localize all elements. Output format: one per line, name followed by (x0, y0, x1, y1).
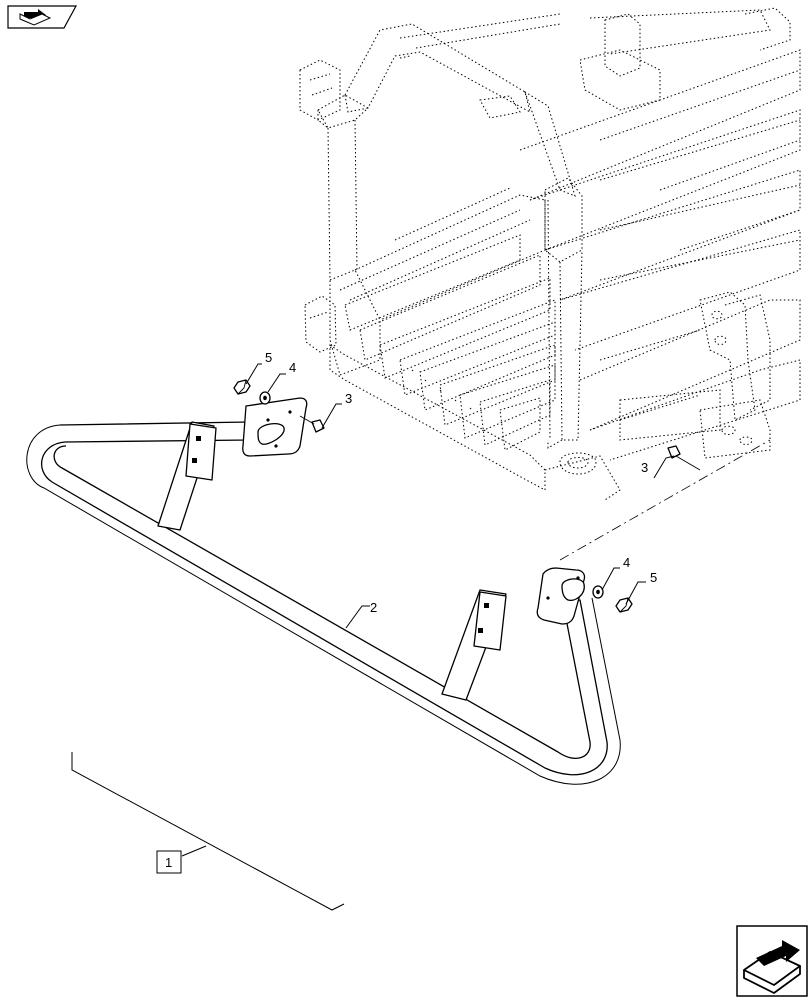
callout-1-box: 1 (156, 850, 182, 874)
guard-bar-assembly (26, 397, 621, 785)
next-page-icon[interactable] (736, 925, 808, 997)
callout-4-left: 4 (289, 360, 296, 375)
bolt-upper (299, 415, 325, 433)
header-frame-assembly (299, 7, 801, 501)
callout-5-left: 5 (265, 350, 272, 365)
callout-3-upper: 3 (345, 391, 352, 406)
callout-2: 2 (370, 600, 377, 615)
nut-right (615, 597, 633, 613)
washer-left (259, 391, 271, 405)
leader-lines (71, 363, 675, 911)
callout-4-right: 4 (623, 555, 630, 570)
alignment-line (559, 439, 771, 561)
callout-5-right: 5 (650, 570, 657, 585)
callout-1: 1 (165, 855, 172, 870)
washer-right (592, 585, 604, 599)
callout-3-lower: 3 (641, 460, 648, 475)
bolt-lower (667, 445, 701, 471)
previous-page-icon[interactable] (7, 5, 78, 29)
